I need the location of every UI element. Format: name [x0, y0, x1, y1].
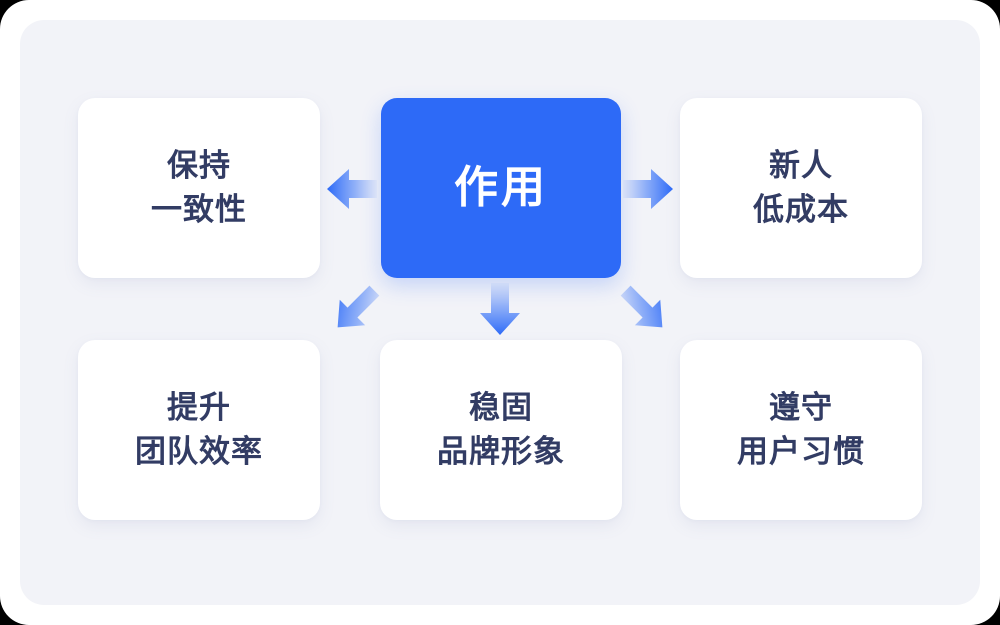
- card-line-2: 低成本: [753, 192, 849, 227]
- card-line-2: 品牌形象: [437, 434, 565, 469]
- card-newcomer-low-cost[interactable]: 新人 低成本: [680, 98, 922, 278]
- card-line-1: 提升: [167, 389, 231, 425]
- card-line-1: 遵守: [769, 389, 833, 425]
- card-line-2: 一致性: [151, 192, 247, 227]
- card-keep-consistency[interactable]: 保持 一致性: [78, 98, 320, 278]
- card-improve-team-efficiency[interactable]: 提升 团队效率: [78, 340, 320, 520]
- card-line-1: 稳固: [469, 389, 533, 425]
- card-follow-user-habits[interactable]: 遵守 用户习惯: [680, 340, 922, 520]
- card-solid-brand-image[interactable]: 稳固 品牌形象: [380, 340, 622, 520]
- card-line-2: 团队效率: [135, 434, 263, 469]
- center-node-label: 作用: [454, 163, 548, 212]
- card-line-1: 新人: [769, 147, 833, 183]
- card-line-1: 保持: [167, 147, 231, 183]
- center-node-作用[interactable]: 作用: [381, 98, 621, 278]
- card-line-2: 用户习惯: [737, 434, 865, 469]
